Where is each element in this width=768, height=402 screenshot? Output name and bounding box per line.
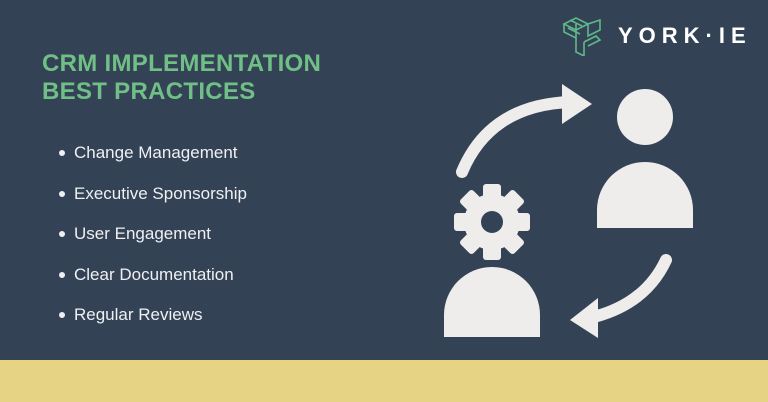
title-line-1: CRM IMPLEMENTATION — [42, 50, 322, 77]
list-item-label: Clear Documentation — [74, 264, 234, 284]
bullet-icon — [59, 190, 65, 197]
list-item-label: Regular Reviews — [74, 305, 203, 324]
list-item: Regular Reviews — [56, 302, 247, 343]
title-line-2: BEST PRACTICES — [42, 78, 256, 105]
gear-icon — [454, 184, 530, 260]
arrow-top-icon — [456, 96, 576, 178]
person-left-body-icon — [444, 267, 540, 337]
bullet-icon — [59, 312, 65, 318]
list-item-label: User Engagement — [74, 224, 212, 243]
york-ie-logo: YORK·IE — [560, 16, 752, 56]
bullet-icon — [59, 271, 65, 278]
people-gear-cycle-icon — [444, 84, 693, 338]
bullet-icon — [59, 150, 65, 156]
list-item: Clear Documentation — [56, 262, 247, 303]
person-right-head-icon — [617, 89, 673, 145]
page-title: CRM IMPLEMENTATION BEST PRACTICES — [42, 50, 321, 106]
logo-mark-icon — [562, 17, 602, 56]
arrow-bottom-icon — [584, 254, 672, 324]
list-item-label: Executive Sponsorship — [74, 183, 247, 203]
list-item: User Engagement — [56, 221, 247, 262]
list-item: Change Management — [56, 140, 247, 181]
list-item: Executive Sponsorship — [56, 181, 247, 222]
bullet-icon — [59, 231, 65, 237]
footer-band — [0, 360, 768, 402]
list-item-label: Change Management — [74, 143, 238, 162]
graphic-panel: YORK·IE CRM IMPLEMENTATION BEST PRACTICE… — [42, 16, 752, 343]
person-right-body-icon — [597, 162, 693, 228]
best-practices-list: Change Management Executive Sponsorship … — [56, 140, 247, 343]
logo-text: YORK·IE — [618, 23, 752, 48]
